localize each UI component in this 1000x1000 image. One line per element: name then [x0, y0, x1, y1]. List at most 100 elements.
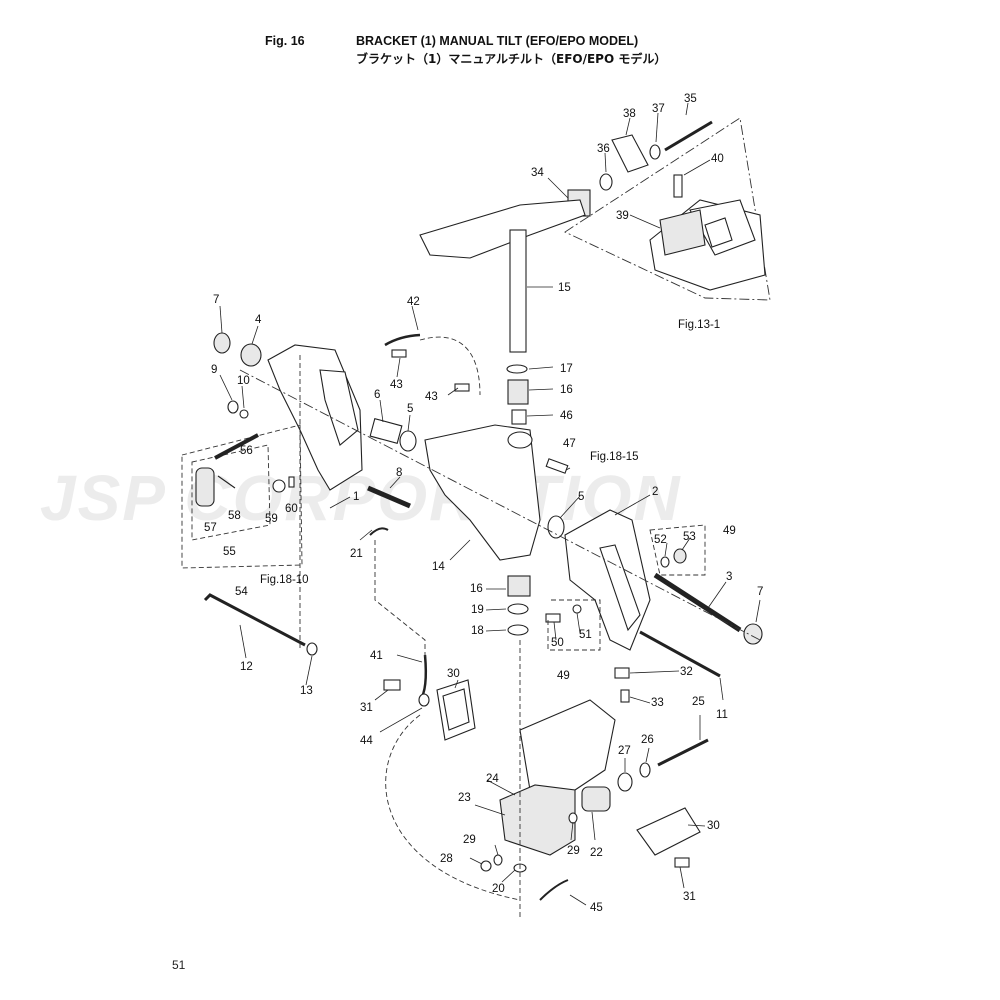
- callout-27: 27: [618, 745, 631, 757]
- callout-36: 36: [597, 143, 610, 155]
- callout-39: 39: [616, 210, 629, 222]
- callout-12: 12: [240, 661, 253, 673]
- nut-53: [673, 548, 687, 564]
- callout-37: 37: [652, 103, 665, 115]
- lever-57: [195, 467, 215, 507]
- callout-13: 13: [300, 685, 313, 697]
- title-japanese: ブラケット（1）マニュアルチルト（EFO/EPO モデル）: [356, 52, 667, 66]
- callout-54: 54: [235, 586, 248, 598]
- callout-47: 47: [563, 438, 576, 450]
- callout-26: 26: [641, 734, 654, 746]
- callout-29-2: 29: [567, 845, 580, 857]
- callout-24: 24: [486, 773, 499, 785]
- callout-16-1: 16: [560, 384, 573, 396]
- cable-42: [384, 333, 421, 347]
- page-number: 51: [172, 958, 186, 972]
- callout-53: 53: [683, 531, 696, 543]
- bolt-50: [545, 613, 561, 623]
- cable-path-line: [374, 540, 426, 660]
- callout-4: 4: [255, 314, 262, 326]
- callout-25: 25: [692, 696, 705, 708]
- callout-34: 34: [531, 167, 544, 179]
- callout-7-1: 7: [213, 294, 219, 306]
- callout-60: 60: [285, 503, 298, 515]
- callout-5-1: 5: [407, 403, 413, 415]
- ring-19: [507, 603, 529, 615]
- ring-27: [617, 772, 633, 792]
- callout-31-2: 31: [683, 891, 696, 903]
- figure-number: Fig. 16: [265, 34, 305, 48]
- group-50-frame: [547, 599, 601, 651]
- nut-4: [240, 343, 262, 367]
- washer-52: [660, 556, 670, 568]
- ring-18: [507, 624, 529, 636]
- callout-41: 41: [370, 650, 383, 662]
- screw-60: [288, 476, 295, 488]
- washer-10: [239, 409, 249, 419]
- callout-59: 59: [265, 513, 278, 525]
- block-23: [499, 784, 576, 856]
- callout-15: 15: [558, 282, 571, 294]
- callout-45: 45: [590, 902, 603, 914]
- tilt-rod-12: [203, 593, 306, 647]
- nut-7-right: [743, 623, 763, 645]
- bolt-31-left: [383, 679, 401, 691]
- title-english: BRACKET (1) MANUAL TILT (EFO/EPO MODEL): [356, 34, 639, 48]
- callout-56: 56: [240, 445, 253, 457]
- washer-36: [599, 173, 613, 191]
- bolt-43-upper: [391, 349, 407, 358]
- callout-43-2: 43: [425, 391, 438, 403]
- flange-5-upper: [399, 430, 417, 452]
- rod-8: [367, 485, 411, 509]
- callout-44: 44: [360, 735, 373, 747]
- callout-51: 51: [579, 629, 592, 641]
- callout-50: 50: [551, 637, 564, 649]
- fig13-1-frame: [564, 117, 771, 301]
- callout-6: 6: [374, 389, 380, 401]
- bolt-40: [673, 174, 683, 198]
- steering-arm-15: [419, 199, 586, 353]
- callout-55: 55: [223, 546, 236, 558]
- callout-7-2: 7: [757, 586, 763, 598]
- callout-49-2: 49: [557, 670, 570, 682]
- bushing-6: [369, 418, 403, 444]
- callout-20: 20: [492, 883, 505, 895]
- callout-10: 10: [237, 375, 250, 387]
- ref-fig18-15: Fig.18-15: [590, 451, 639, 463]
- bushing-22: [581, 786, 611, 812]
- callout-30-1: 30: [447, 668, 460, 680]
- ref-fig13-1: Fig.13-1: [678, 319, 720, 331]
- callout-18: 18: [471, 625, 484, 637]
- knob-13: [306, 642, 318, 656]
- callout-2: 2: [652, 486, 658, 498]
- callout-43-1: 43: [390, 379, 403, 391]
- flange-5-lower: [547, 515, 565, 539]
- cover-30-left-inner: [442, 688, 470, 731]
- callout-52: 52: [654, 534, 667, 546]
- callout-23: 23: [458, 792, 471, 804]
- ground-lead-45: [539, 879, 569, 901]
- callout-9: 9: [211, 364, 217, 376]
- callout-16-2: 16: [470, 583, 483, 595]
- callout-3: 3: [726, 571, 732, 583]
- callout-35: 35: [684, 93, 697, 105]
- swivel-bracket-14: [424, 424, 541, 561]
- bolt-25: [657, 738, 709, 767]
- part-46: [511, 409, 527, 425]
- callout-57: 57: [204, 522, 217, 534]
- washer-29-left: [493, 854, 503, 866]
- mount-block-39: [659, 209, 706, 256]
- terminal-44: [418, 693, 430, 707]
- callout-32: 32: [680, 666, 693, 678]
- callout-42: 42: [407, 296, 420, 308]
- group-49-frame: [649, 524, 706, 576]
- callout-14: 14: [432, 561, 445, 573]
- callout-11: 11: [716, 709, 728, 721]
- tilt-bolt-3: [653, 572, 742, 633]
- callout-21: 21: [350, 548, 363, 560]
- callout-19: 19: [471, 604, 484, 616]
- nut-9: [227, 400, 239, 414]
- washer-51: [572, 604, 582, 614]
